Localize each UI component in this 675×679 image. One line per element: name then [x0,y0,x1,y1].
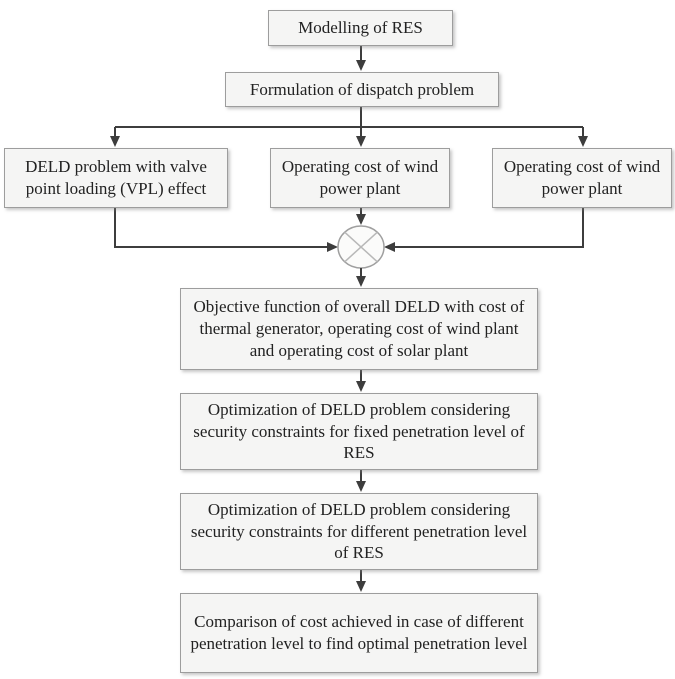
connector-windcost2-to-junction [384,208,584,252]
connector-modelling-to-formulation [356,46,366,71]
node-label: Modelling of RES [298,18,423,38]
node-operating-cost-wind-1: Operating cost of wind power plant [270,148,450,208]
connector-objective-to-optfixed [356,370,366,392]
node-objective-function-overall-deld: Objective function of overall DELD with … [180,288,538,370]
connector-formulation-branch [110,107,588,147]
circled-times-junction-icon [337,225,385,269]
node-label: Optimization of DELD problem considering… [193,399,525,463]
node-optimization-fixed-penetration: Optimization of DELD problem considering… [180,393,538,470]
node-label: Operating cost of wind power plant [503,157,661,198]
node-label: Comparison of cost achieved in case of d… [190,612,528,653]
node-deld-problem-vpl-effect: DELD problem with valve point loading (V… [4,148,228,208]
node-label: Optimization of DELD problem considering… [190,499,528,563]
node-modelling-of-res: Modelling of RES [268,10,453,46]
connector-windcost1-to-junction [356,208,366,225]
connector-deldvpl-to-junction [114,208,338,252]
connector-optdiff-to-comparison [356,570,366,592]
node-formulation-of-dispatch-problem: Formulation of dispatch problem [225,72,499,107]
node-operating-cost-wind-2: Operating cost of wind power plant [492,148,672,208]
node-label: Operating cost of wind power plant [281,157,439,198]
node-label: Formulation of dispatch problem [249,79,475,99]
node-label: Objective function of overall DELD with … [193,297,525,360]
node-label: DELD problem with valve point loading (V… [25,157,207,198]
connector-junction-to-objective [356,268,366,287]
node-comparison-of-cost: Comparison of cost achieved in case of d… [180,593,538,673]
connector-optfixed-to-optdiff [356,470,366,492]
node-optimization-different-penetration: Optimization of DELD problem considering… [180,493,538,570]
